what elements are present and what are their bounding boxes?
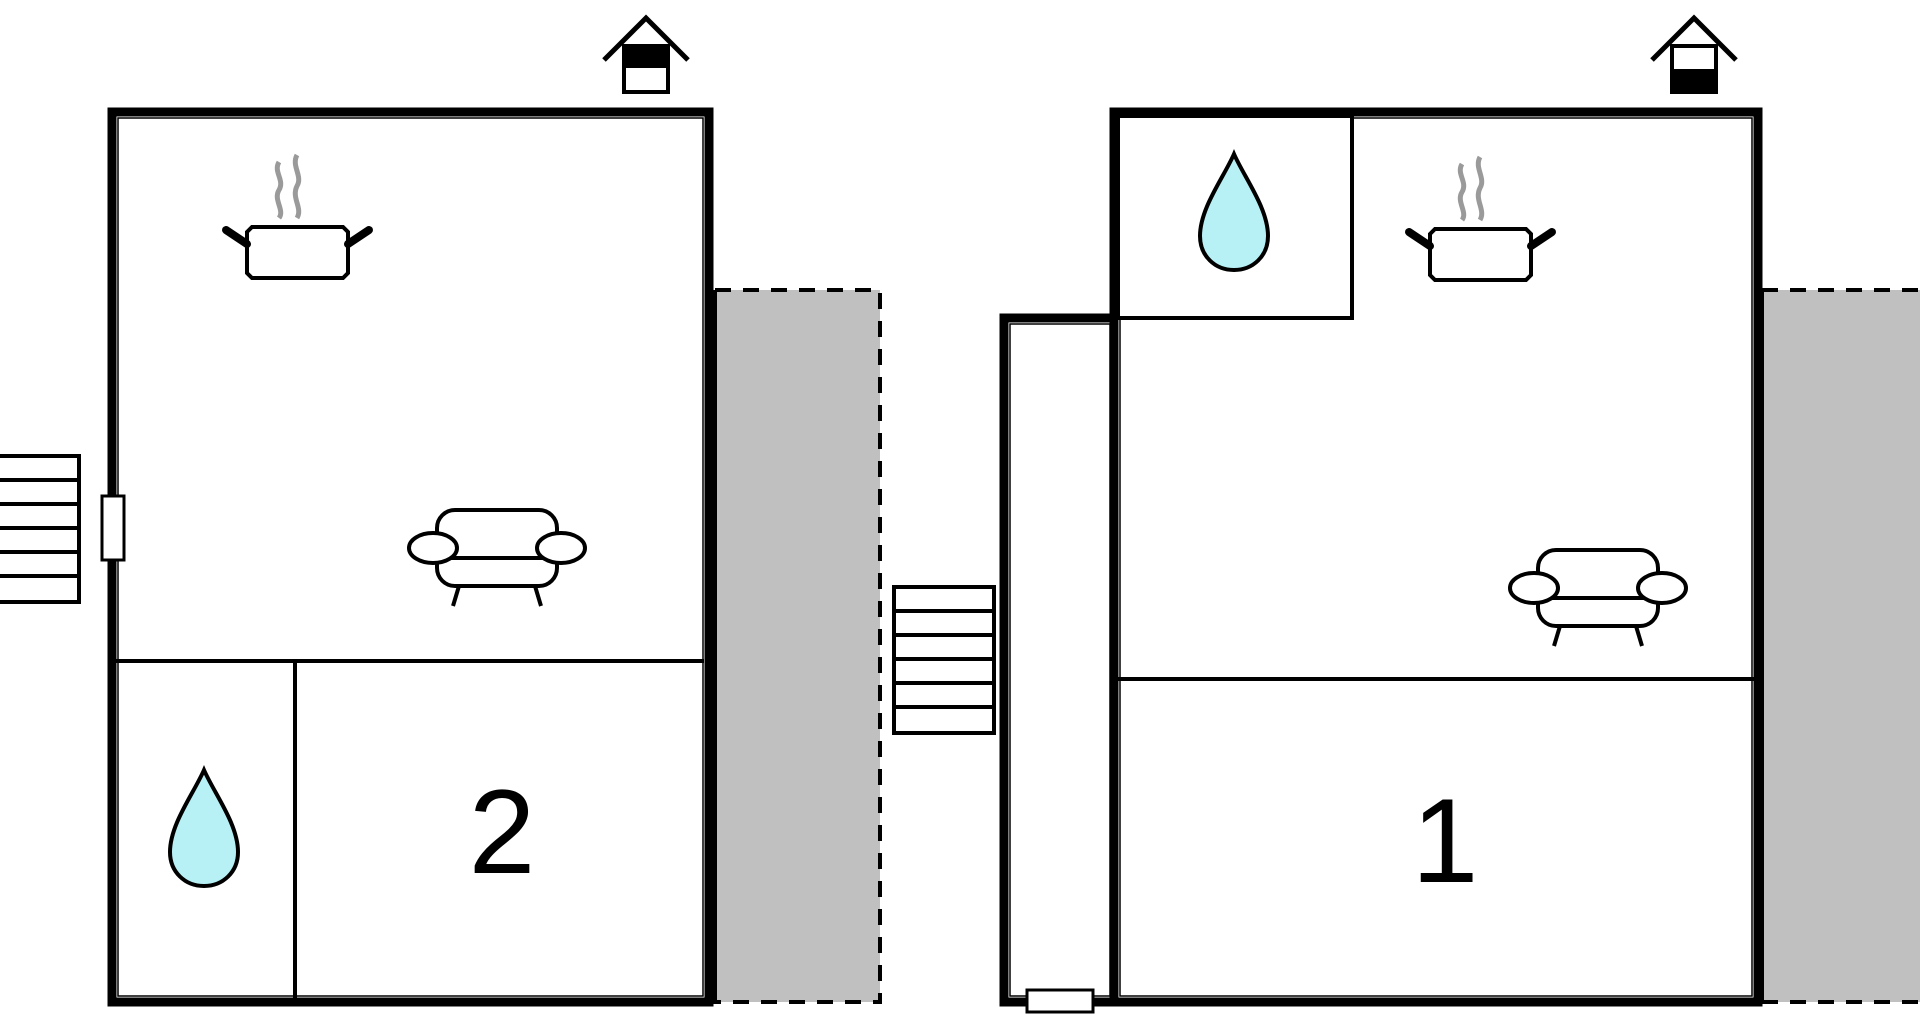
house-floor-icon xyxy=(602,14,690,94)
left-terrace xyxy=(713,288,882,1004)
right-corridor xyxy=(999,313,1121,1007)
room-number-right: 1 xyxy=(1412,774,1479,908)
room-number-left: 2 xyxy=(469,765,536,899)
left-entrance-stairs-icon xyxy=(0,454,81,604)
right-door xyxy=(1025,988,1095,1014)
left-door xyxy=(100,494,126,562)
right-terrace xyxy=(1760,288,1920,1004)
house-floor-icon-right xyxy=(1650,14,1738,94)
center-stairs-icon xyxy=(892,585,996,735)
